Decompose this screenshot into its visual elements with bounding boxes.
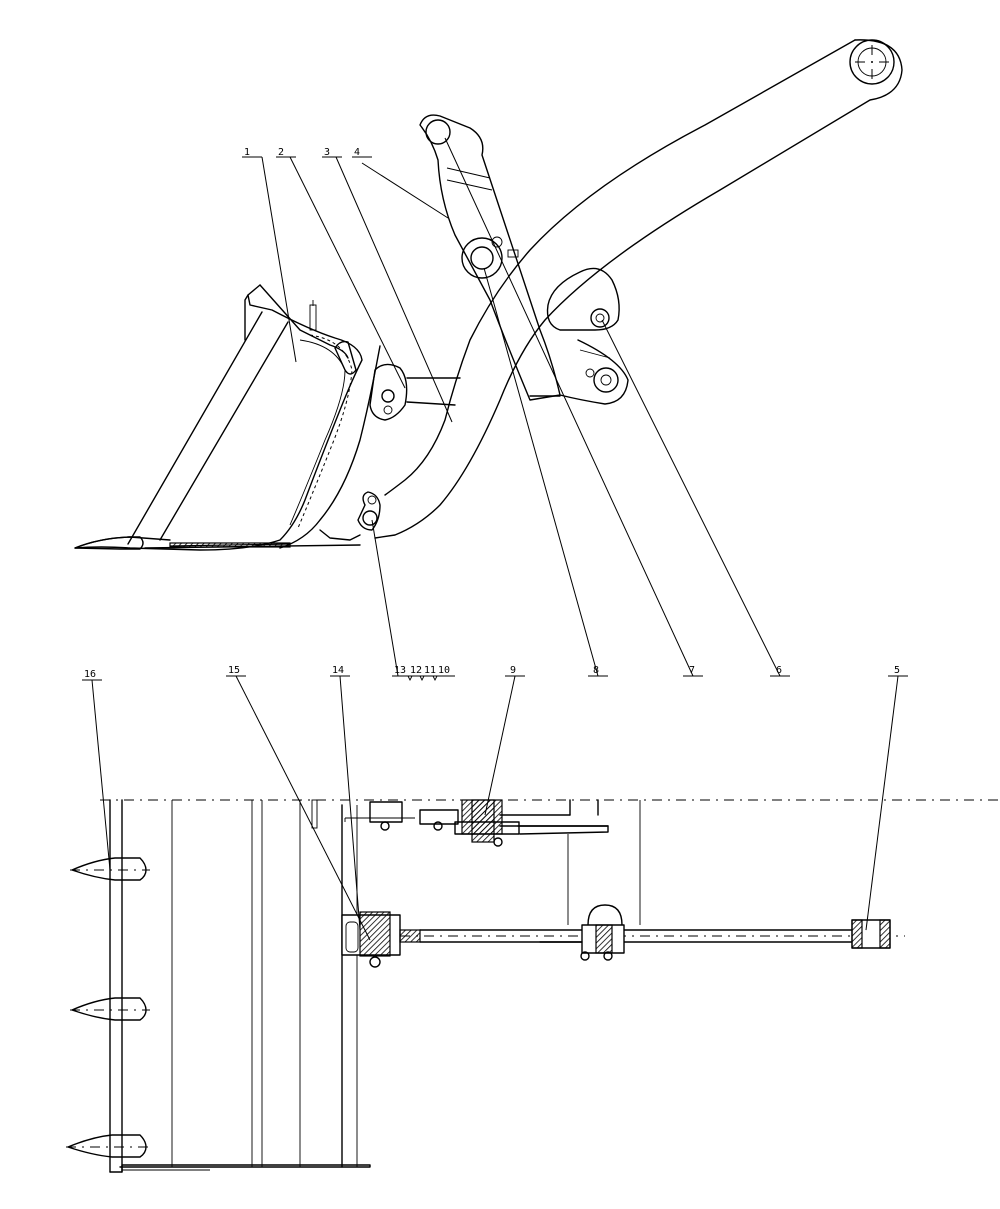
callout-6: 6 <box>776 665 782 676</box>
mid-callouts: 13 12 11 10 8 7 6 <box>371 137 790 682</box>
bucket <box>74 284 381 551</box>
upper-hinges <box>344 799 641 925</box>
callout-1: 1 <box>244 147 250 158</box>
callout-5: 5 <box>894 665 900 676</box>
side-view: 1 2 3 4 <box>74 39 903 551</box>
callout-15: 15 <box>228 665 240 676</box>
bucket-teeth <box>66 857 150 1158</box>
side-view-callouts: 1 2 3 4 <box>244 147 360 158</box>
callout-4: 4 <box>354 147 360 158</box>
callout-8: 8 <box>593 665 599 676</box>
callout-9: 9 <box>510 665 516 676</box>
tilt-link <box>369 363 461 421</box>
callout-16: 16 <box>84 669 96 680</box>
plan-view: 16 15 14 9 5 <box>66 665 1000 1173</box>
plan-view-leaders <box>82 675 908 941</box>
plan-view-callouts: 16 15 14 9 5 <box>84 665 900 680</box>
boom-arm <box>374 39 903 539</box>
rear-bracket <box>529 267 629 405</box>
bucket-plan <box>109 799 371 1173</box>
tilt-lever <box>419 114 561 401</box>
cross-shaft <box>341 904 905 968</box>
callout-13: 13 <box>394 665 406 676</box>
callout-14: 14 <box>332 665 344 676</box>
callout-7: 7 <box>689 665 695 676</box>
callout-11: 11 <box>424 665 436 676</box>
callout-10: 10 <box>438 665 450 676</box>
callout-2: 2 <box>278 147 284 158</box>
side-view-leaders <box>242 156 453 423</box>
callout-12: 12 <box>410 665 422 676</box>
callout-3: 3 <box>324 147 330 158</box>
